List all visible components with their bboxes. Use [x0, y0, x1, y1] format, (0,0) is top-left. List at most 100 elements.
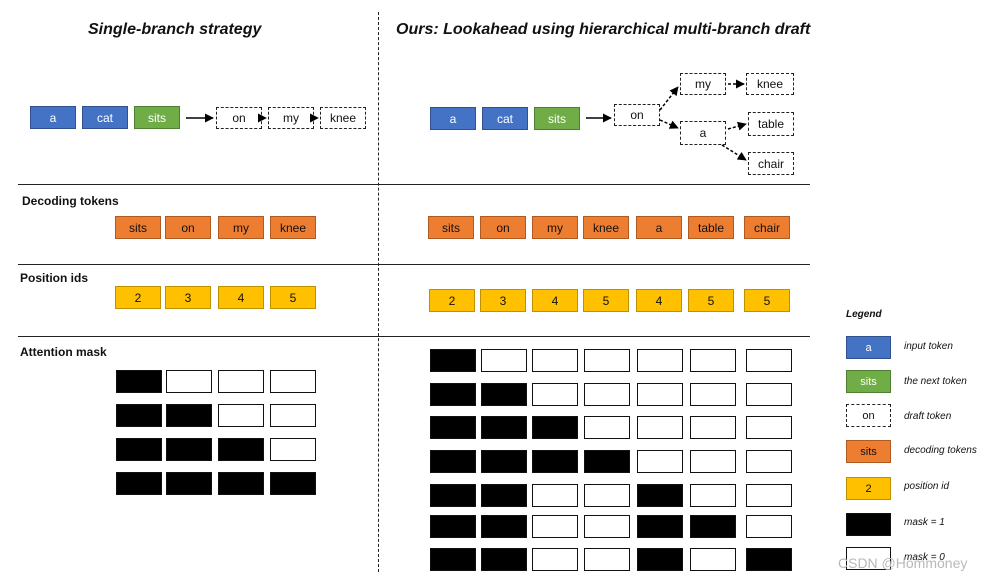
mask-cell-on [746, 548, 792, 571]
left-input-token: cat [82, 106, 128, 129]
right-draft-token: my [680, 73, 726, 95]
legend-next-swatch: sits [846, 370, 891, 393]
mask-cell-on [481, 383, 527, 406]
right-decoding-token: a [636, 216, 682, 239]
right-decoding-token: chair [744, 216, 790, 239]
mask-cell-off [270, 370, 316, 393]
mask-cell-off [690, 383, 736, 406]
left-title: Single-branch strategy [88, 21, 262, 38]
right-draft-token: a [680, 121, 726, 145]
left-position-id: 5 [270, 286, 316, 309]
mask-cell-off [637, 383, 683, 406]
mask-cell-on [116, 472, 162, 495]
mask-cell-off [746, 416, 792, 439]
mask-cell-off [584, 383, 630, 406]
divider-1 [18, 184, 810, 185]
mask-cell-off [532, 515, 578, 538]
mask-cell-on [637, 484, 683, 507]
mask-cell-off [690, 349, 736, 372]
mask-cell-on [270, 472, 316, 495]
mask-cell-off [637, 416, 683, 439]
mask-cell-off [690, 548, 736, 571]
right-position-id: 2 [429, 289, 475, 312]
mask-cell-on [532, 416, 578, 439]
left-input-token: a [30, 106, 76, 129]
arrow-a-table [727, 121, 747, 131]
mask-cell-on [637, 515, 683, 538]
right-position-id: 3 [480, 289, 526, 312]
mask-cell-off [166, 370, 212, 393]
left-decoding-token: knee [270, 216, 316, 239]
mask-cell-off [637, 450, 683, 473]
mask-cell-on [481, 450, 527, 473]
right-decoding-token: sits [428, 216, 474, 239]
legend-decoding-swatch: sits [846, 440, 891, 463]
legend-position-label: position id [904, 481, 950, 492]
mask-cell-on [430, 450, 476, 473]
legend-position-swatch: 2 [846, 477, 891, 500]
mask-cell-on [637, 548, 683, 571]
legend-input-label: input token [904, 341, 953, 352]
mask-cell-on [166, 438, 212, 461]
section-decoding-label: Decoding tokens [22, 194, 119, 208]
mask-cell-on [532, 450, 578, 473]
right-draft-token: knee [746, 73, 794, 95]
arrow-right-up [659, 86, 679, 111]
divider-3 [18, 336, 810, 337]
mask-cell-off [746, 450, 792, 473]
mask-cell-on [430, 515, 476, 538]
legend-draft-swatch: on [846, 404, 891, 427]
right-decoding-token: my [532, 216, 578, 239]
mask-cell-off [584, 416, 630, 439]
mask-cell-off [532, 484, 578, 507]
mask-cell-off [690, 416, 736, 439]
right-next-token: sits [534, 107, 580, 130]
legend-mask-off-swatch [846, 547, 891, 570]
mask-cell-on [481, 515, 527, 538]
mask-cell-off [746, 515, 792, 538]
mask-cell-on [584, 450, 630, 473]
mask-cell-off [532, 349, 578, 372]
left-draft-token: my [268, 107, 314, 129]
mask-cell-on [481, 548, 527, 571]
left-position-id: 3 [165, 286, 211, 309]
watermark: CSDN @Hommoney [838, 555, 968, 571]
mask-cell-on [218, 438, 264, 461]
mask-cell-off [584, 484, 630, 507]
mask-cell-on [116, 438, 162, 461]
mask-cell-off [584, 548, 630, 571]
left-decoding-token: my [218, 216, 264, 239]
right-position-id: 4 [636, 289, 682, 312]
mask-cell-off [690, 450, 736, 473]
legend-draft-label: draft token [904, 411, 952, 422]
mask-cell-on [116, 404, 162, 427]
mask-cell-off [270, 404, 316, 427]
mask-cell-off [532, 548, 578, 571]
mask-cell-on [690, 515, 736, 538]
mask-cell-off [532, 383, 578, 406]
left-position-id: 4 [218, 286, 264, 309]
left-draft-token: knee [320, 107, 366, 129]
legend-title: Legend [846, 309, 882, 320]
mask-cell-on [481, 416, 527, 439]
mask-cell-off [637, 349, 683, 372]
right-draft-token: chair [748, 152, 794, 175]
mask-cell-off [218, 404, 264, 427]
left-position-id: 2 [115, 286, 161, 309]
mask-cell-on [430, 484, 476, 507]
mask-cell-on [481, 484, 527, 507]
right-title: Ours: Lookahead using hierarchical multi… [396, 21, 811, 38]
mask-cell-on [116, 370, 162, 393]
mask-cell-on [430, 416, 476, 439]
right-draft-token: table [748, 112, 794, 136]
mask-cell-off [746, 349, 792, 372]
right-input-token: cat [482, 107, 528, 130]
mask-cell-off [218, 370, 264, 393]
right-decoding-token: on [480, 216, 526, 239]
mask-cell-on [430, 349, 476, 372]
mask-cell-off [481, 349, 527, 372]
mask-cell-off [746, 484, 792, 507]
mask-cell-off [584, 349, 630, 372]
legend-mask-on-label: mask = 1 [904, 517, 945, 528]
